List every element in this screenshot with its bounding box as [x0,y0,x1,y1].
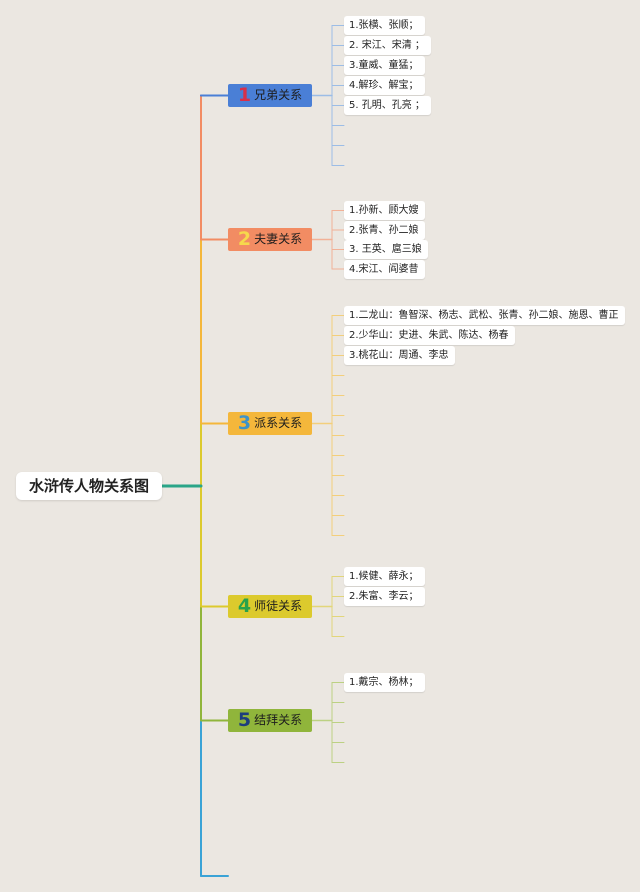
branch-label: 夫妻关系 [254,232,303,246]
branch-label: 派系关系 [254,416,303,430]
leaf-topic[interactable]: 1.张横、张顺； [344,16,425,35]
leaf-topic[interactable]: 2.朱富、李云； [344,587,425,606]
leaf-topic[interactable]: 3.桃花山：周通、李忠 [344,346,455,365]
branch-number: 5 [237,709,252,731]
leaf-topic[interactable]: 5. 孔明、孔亮 ； [344,96,431,115]
leaf-topic[interactable]: 1.候健、薛永； [344,567,425,586]
branch-label: 兄弟关系 [254,88,303,102]
branch-label: 结拜关系 [254,713,303,727]
branch-number: 3 [237,412,252,434]
leaf-topic[interactable]: 2.张青、孙二娘 [344,220,425,240]
leaf-topic[interactable]: 4.解珍、解宝； [344,76,425,95]
leaf-topic[interactable]: 2. 宋江、宋清 ； [344,36,431,55]
leaf-topic[interactable]: 1.戴宗、杨林； [344,673,425,692]
leaf-topic[interactable]: 4.宋江、阎婆昔 [344,259,425,279]
leaf-topic[interactable]: 1.孙新、顾大嫂 [344,201,425,220]
branch-number: 2 [237,228,252,250]
branch-number: 1 [237,84,252,106]
branch-number: 4 [237,595,252,617]
branch-label: 师徒关系 [254,599,303,613]
leaf-topic[interactable]: 3.童威、童猛； [344,56,425,75]
root-topic[interactable]: 水浒传人物关系图 [16,472,162,500]
leaf-topic[interactable]: 2.少华山：史进、朱武、陈达、杨春 [344,326,515,345]
leaf-topic[interactable]: 1.二龙山：鲁智深、杨志、武松、张青、孙二娘、施恩、曹正 [344,306,625,325]
leaf-topic[interactable]: 3. 王英、扈三娘 [344,240,428,259]
